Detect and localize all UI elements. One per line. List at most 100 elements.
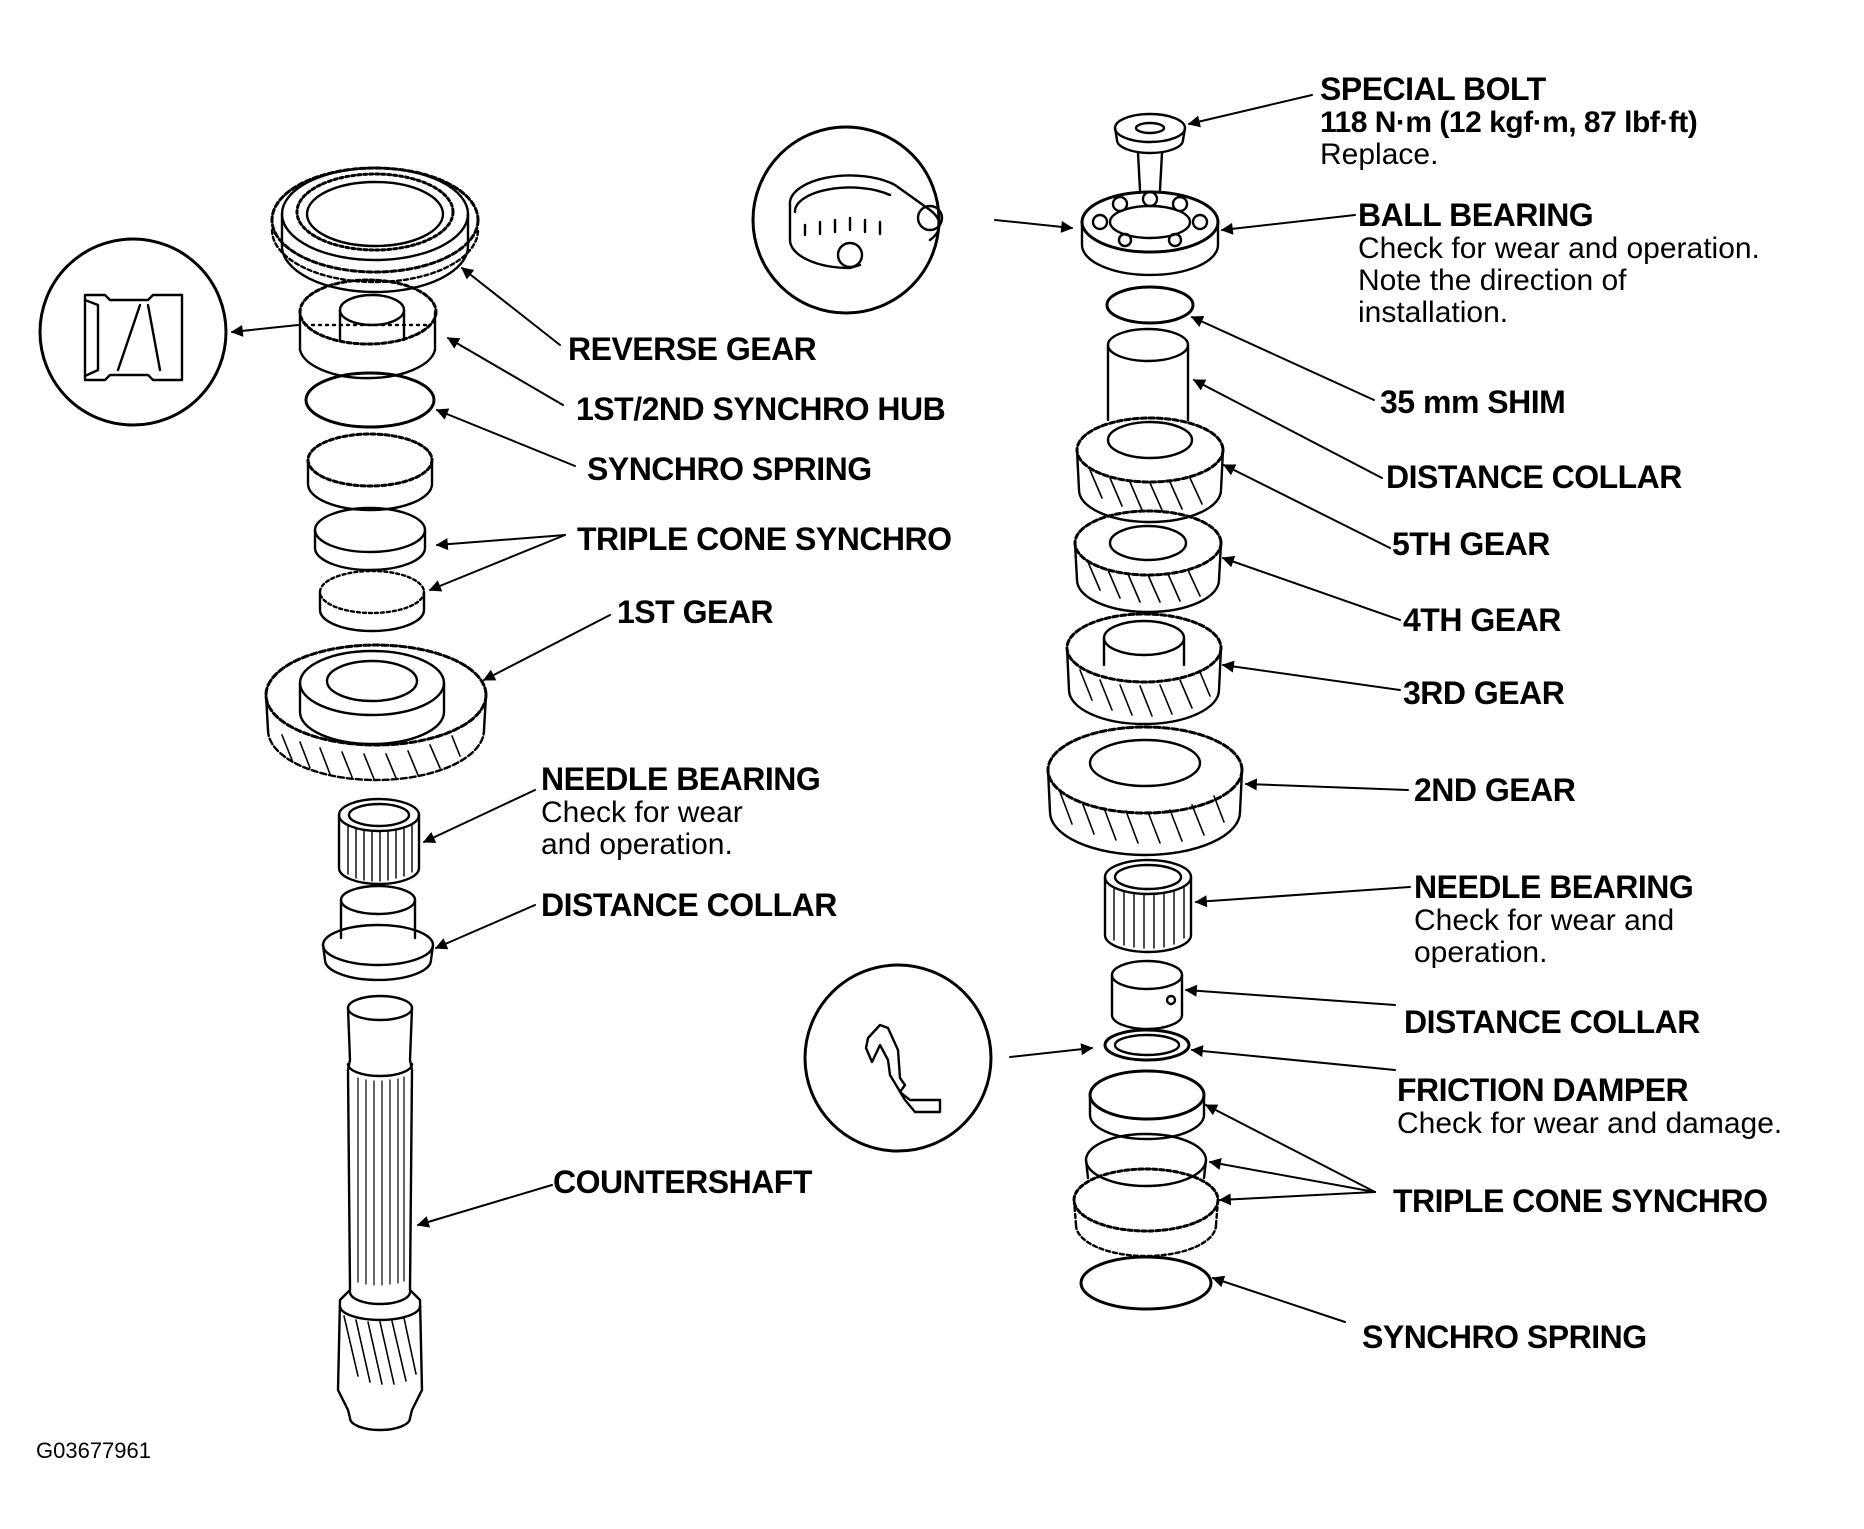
arrow-fifth-gear: [1222, 464, 1391, 549]
callout-note: Check for wear and operation.: [1358, 231, 1760, 265]
arrow-special-bolt: [1187, 94, 1313, 128]
callout-torque: 118 N·m (12 kgf·m, 87 lbf·ft): [1320, 105, 1698, 139]
friction-damper-profile-inset: [803, 963, 993, 1153]
arrow-friction-damper: [1190, 1045, 1396, 1071]
callout-distance-collar-lower: DISTANCE COLLAR: [1404, 1005, 1700, 1040]
triple-cone-synchro-left: [306, 432, 434, 633]
synchro-hub: [298, 278, 438, 380]
arrow-needle-bearing-right: [1194, 886, 1411, 908]
arrow-shim: [1190, 316, 1375, 401]
callout-title: SYNCHRO SPRING: [1362, 1319, 1647, 1355]
ball-bearing: [1080, 190, 1220, 277]
arrow-first-gear: [482, 614, 611, 681]
callout-first-gear: 1ST GEAR: [617, 594, 774, 630]
leader-arrows: [230, 94, 1411, 1323]
arrow-reverse-gear: [461, 267, 561, 346]
callout-title: 3RD GEAR: [1403, 675, 1565, 711]
callout-note: Replace.: [1320, 137, 1439, 171]
arrow-distance-collar-left: [434, 904, 536, 950]
triple-cone-synchro-right: [1072, 1069, 1220, 1258]
callout-title: NEEDLE BEARING: [541, 761, 821, 797]
callout-title: DISTANCE COLLAR: [1404, 1004, 1700, 1040]
figure-id: G03677961: [36, 1438, 151, 1463]
callout-synchro-hub: 1ST/2ND SYNCHRO HUB: [576, 391, 946, 427]
callout-ball-bearing: BALL BEARING Check for wear and operatio…: [1358, 198, 1760, 330]
arrow-synchro-hub: [446, 337, 564, 406]
callout-note: and operation.: [541, 827, 733, 861]
callout-note: installation.: [1358, 296, 1509, 330]
callout-fifth-gear: 5TH GEAR: [1392, 527, 1550, 562]
arrow-triple-cone-r1: [1204, 1104, 1376, 1193]
countershaft: [336, 994, 424, 1432]
callout-distance-collar-upper: DISTANCE COLLAR: [1386, 460, 1682, 495]
synchro-spring-upper: [304, 371, 436, 429]
distance-collar-lower: [1110, 959, 1184, 1031]
callout-title: 4TH GEAR: [1403, 602, 1561, 638]
arrow-triple-cone-1: [435, 534, 566, 551]
callout-title: TRIPLE CONE SYNCHRO: [1393, 1183, 1768, 1219]
first-gear: [264, 643, 488, 782]
callout-title: BALL BEARING: [1358, 197, 1594, 233]
special-bolt: [1113, 112, 1187, 192]
callout-triple-cone-right: TRIPLE CONE SYNCHRO: [1393, 1184, 1768, 1219]
fifth-gear: [1075, 416, 1225, 524]
arrow-countershaft: [416, 1184, 553, 1228]
third-gear: [1065, 612, 1223, 726]
callout-third-gear: 3RD GEAR: [1403, 675, 1565, 711]
callout-title: 1ST GEAR: [617, 594, 774, 630]
arrow-second-gear: [1244, 778, 1409, 791]
synchro-hub-direction-inset: [38, 237, 228, 427]
callout-title: 35 mm SHIM: [1380, 384, 1566, 420]
arrow-damper-inset: [1009, 1043, 1094, 1058]
friction-damper: [1103, 1028, 1191, 1062]
callout-fourth-gear: 4TH GEAR: [1403, 603, 1561, 638]
distance-collar-upper: [1106, 327, 1190, 422]
arrow-distance-collar-lower: [1184, 984, 1396, 1006]
callout-title: 5TH GEAR: [1392, 526, 1550, 562]
callout-title: REVERSE GEAR: [568, 331, 817, 367]
callout-title: 1ST/2ND SYNCHRO HUB: [576, 391, 946, 427]
callout-title: SYNCHRO SPRING: [587, 451, 872, 487]
callout-title: DISTANCE COLLAR: [1386, 459, 1682, 495]
arrow-fourth-gear: [1221, 555, 1401, 621]
callout-distance-collar-left: DISTANCE COLLAR: [541, 888, 837, 923]
callout-title: 2ND GEAR: [1414, 772, 1576, 808]
arrow-synchro-spring: [435, 408, 576, 467]
callout-title: NEEDLE BEARING: [1414, 869, 1694, 905]
callout-countershaft: COUNTERSHAFT: [553, 1165, 812, 1200]
callout-reverse-gear: REVERSE GEAR: [568, 331, 817, 367]
needle-bearing-left: [337, 797, 421, 886]
callout-note: operation.: [1414, 935, 1548, 969]
callout-synchro-spring: SYNCHRO SPRING: [587, 452, 872, 487]
callout-note: Check for wear: [541, 795, 743, 829]
arrow-triple-cone-r2: [1208, 1158, 1376, 1193]
arrow-synchro-spring-right: [1211, 1275, 1346, 1323]
second-gear: [1046, 725, 1244, 857]
distance-collar-left: [321, 884, 435, 982]
callout-triple-cone-left: TRIPLE CONE SYNCHRO: [577, 522, 952, 557]
callout-note: Check for wear and damage.: [1397, 1106, 1783, 1140]
reverse-gear: [270, 166, 480, 294]
synchro-spring-lower: [1079, 1255, 1213, 1311]
fourth-gear: [1073, 509, 1223, 614]
callout-title: TRIPLE CONE SYNCHRO: [577, 521, 952, 557]
arrow-hub-inset: [230, 324, 299, 337]
arrow-triple-cone-2: [428, 534, 566, 592]
arrow-ball-bearing: [1220, 214, 1356, 235]
callout-synchro-spring-right: SYNCHRO SPRING: [1362, 1320, 1647, 1355]
arrow-bearing-inset: [994, 219, 1074, 233]
callout-needle-bearing-right: NEEDLE BEARING Check for wear and operat…: [1414, 869, 1694, 969]
arrow-triple-cone-r3: [1218, 1191, 1376, 1206]
callout-shim: 35 mm SHIM: [1380, 384, 1566, 420]
callout-title: SPECIAL BOLT: [1320, 71, 1546, 107]
callout-note: Check for wear and: [1414, 903, 1675, 937]
needle-bearing-right: [1103, 858, 1193, 954]
arrow-needle-bearing-left: [422, 789, 536, 843]
callout-title: COUNTERSHAFT: [553, 1164, 812, 1200]
ball-bearing-direction-inset: [751, 125, 944, 315]
callout-needle-bearing-left: NEEDLE BEARING Check for wear and operat…: [541, 761, 821, 861]
shim-35mm: [1105, 285, 1195, 325]
arrow-third-gear: [1221, 660, 1401, 691]
